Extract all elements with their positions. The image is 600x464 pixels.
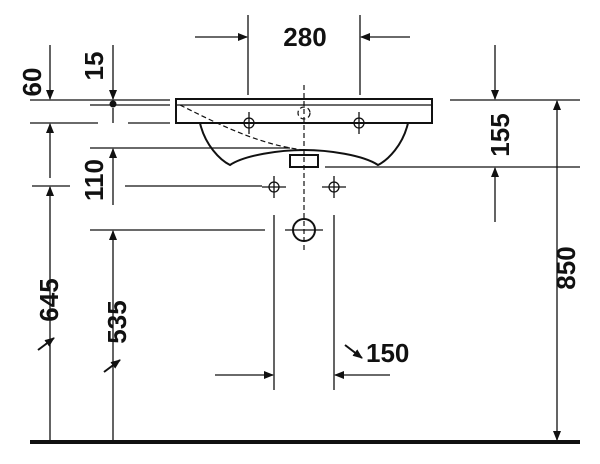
dim-label-280: 280 — [283, 22, 326, 52]
dim-label-15: 15 — [79, 52, 109, 81]
dim-label-535: 535 — [102, 300, 132, 343]
dimension-110: 110 — [79, 148, 117, 205]
dimension-150: 150 — [215, 215, 409, 390]
dim-label-155: 155 — [485, 113, 515, 156]
waste-outlet — [285, 218, 323, 242]
dim-label-60: 60 — [17, 68, 47, 97]
washbasin-outline — [175, 85, 433, 250]
dimension-535: 535 — [102, 230, 132, 440]
left-reference-lines — [30, 99, 290, 231]
dimension-155: 155 — [325, 45, 580, 222]
dim-label-850: 850 — [551, 246, 581, 289]
wall-fixing-holes — [262, 176, 346, 198]
dim-label-150: 150 — [366, 338, 409, 368]
dimension-60: 60 — [17, 45, 54, 178]
dimension-645: 645 — [34, 186, 64, 440]
dimension-850: 850 — [551, 100, 581, 441]
dimension-280: 280 — [195, 15, 410, 95]
tap-hole-right — [349, 112, 369, 134]
dim-label-645: 645 — [34, 278, 64, 321]
dim-label-110: 110 — [79, 159, 109, 201]
tap-hole-left — [239, 112, 259, 134]
dimension-15: 15 — [79, 45, 117, 123]
